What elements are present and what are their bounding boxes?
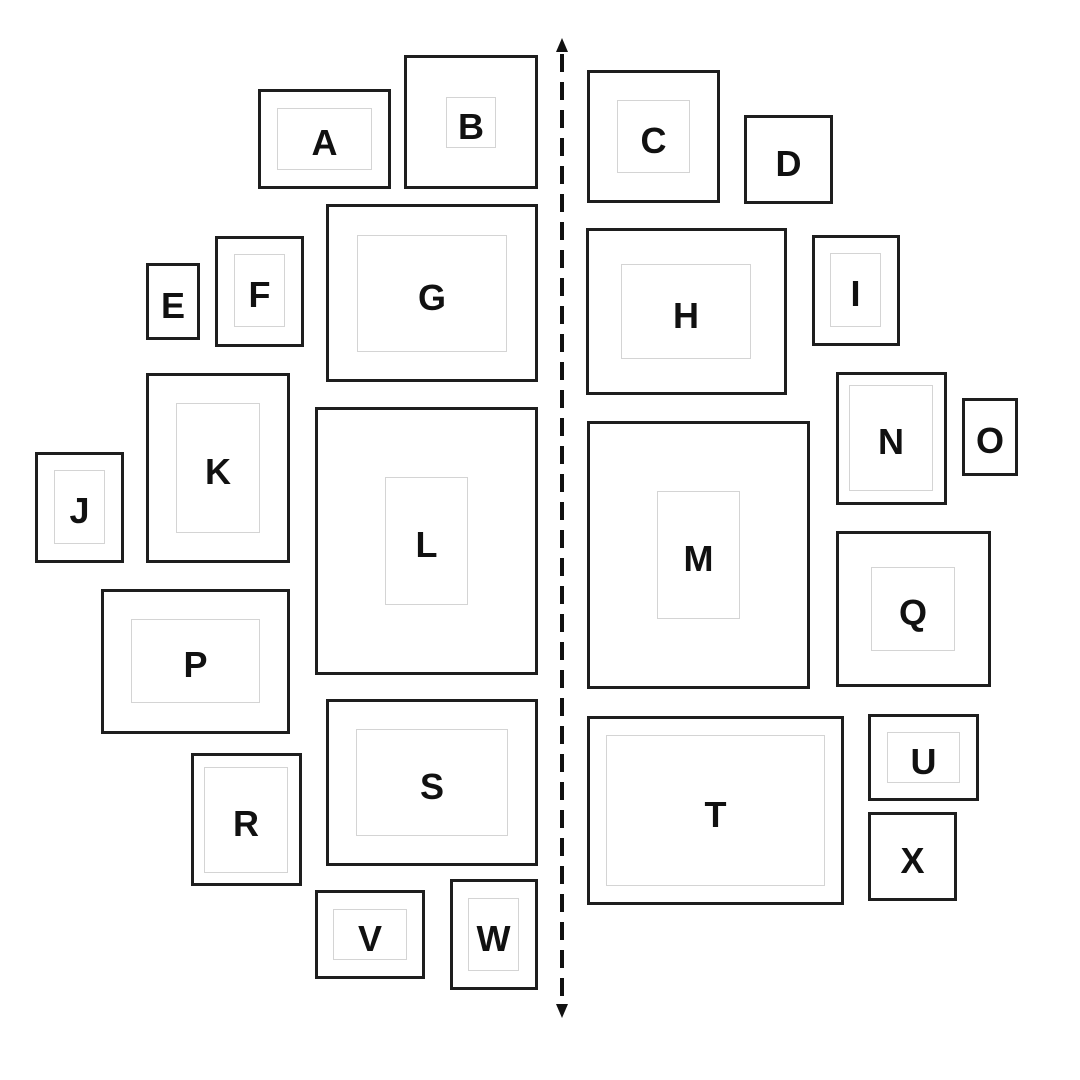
frame-label: Q: [898, 592, 928, 633]
frame-label: G: [417, 276, 447, 318]
frame-label: J: [69, 490, 90, 531]
mat-h: [621, 264, 751, 359]
mat-a: [277, 108, 372, 170]
frame-label: T: [704, 793, 727, 835]
mat-j: [54, 470, 105, 544]
arrow-down-icon: [556, 1004, 568, 1018]
frame-label: K: [205, 451, 231, 492]
mat-t: [606, 735, 825, 886]
mat-i: [830, 253, 881, 327]
mat-k: [176, 403, 260, 533]
frame-label: O: [975, 420, 1005, 461]
mat-g: [357, 235, 507, 352]
frame-d: [744, 115, 833, 204]
frame-label: L: [415, 524, 438, 565]
frame-l: [315, 407, 538, 675]
frame-b: [404, 55, 538, 189]
frame-label: S: [419, 765, 445, 807]
frame-label: A: [311, 122, 338, 163]
mat-n: [849, 385, 933, 491]
mat-f: [234, 254, 285, 327]
frame-label: B: [458, 105, 484, 147]
frame-k: [146, 373, 290, 563]
frame-label: N: [878, 421, 904, 462]
mat-w: [468, 898, 519, 971]
frame-a: [258, 89, 391, 189]
frame-o: [962, 398, 1018, 476]
frame-label: D: [775, 142, 802, 184]
frame-g: [326, 204, 538, 382]
frame-label: U: [910, 740, 937, 782]
frame-label: V: [357, 917, 383, 959]
frame-label: X: [900, 839, 925, 881]
mat-v: [333, 909, 407, 960]
mat-u: [887, 732, 960, 783]
frame-label: I: [850, 273, 861, 314]
mat-m: [657, 491, 740, 619]
frame-w: [450, 879, 538, 990]
frame-q: [836, 531, 991, 687]
frame-s: [326, 699, 538, 866]
frame-label: M: [683, 538, 714, 579]
arrow-up-icon: [556, 38, 568, 52]
frame-label: H: [673, 294, 699, 336]
frame-label: P: [183, 644, 208, 685]
frame-e: [146, 263, 200, 340]
frame-p: [101, 589, 290, 734]
frame-t: [587, 716, 844, 905]
frame-label: F: [248, 273, 271, 315]
mat-c: [617, 100, 690, 173]
frame-n: [836, 372, 947, 505]
frame-h: [586, 228, 787, 395]
frame-r: [191, 753, 302, 886]
mat-r: [204, 767, 288, 873]
mat-l: [385, 477, 468, 605]
frame-label: C: [640, 119, 667, 161]
mat-p: [131, 619, 260, 703]
frame-x: [868, 812, 957, 901]
mat-b: [446, 97, 496, 148]
frame-label: R: [233, 803, 259, 844]
frame-label: E: [160, 284, 186, 326]
frame-c: [587, 70, 720, 203]
frame-m: [587, 421, 810, 689]
frame-label: W: [476, 917, 511, 959]
mat-s: [356, 729, 508, 836]
frame-u: [868, 714, 979, 801]
mat-q: [871, 567, 955, 651]
